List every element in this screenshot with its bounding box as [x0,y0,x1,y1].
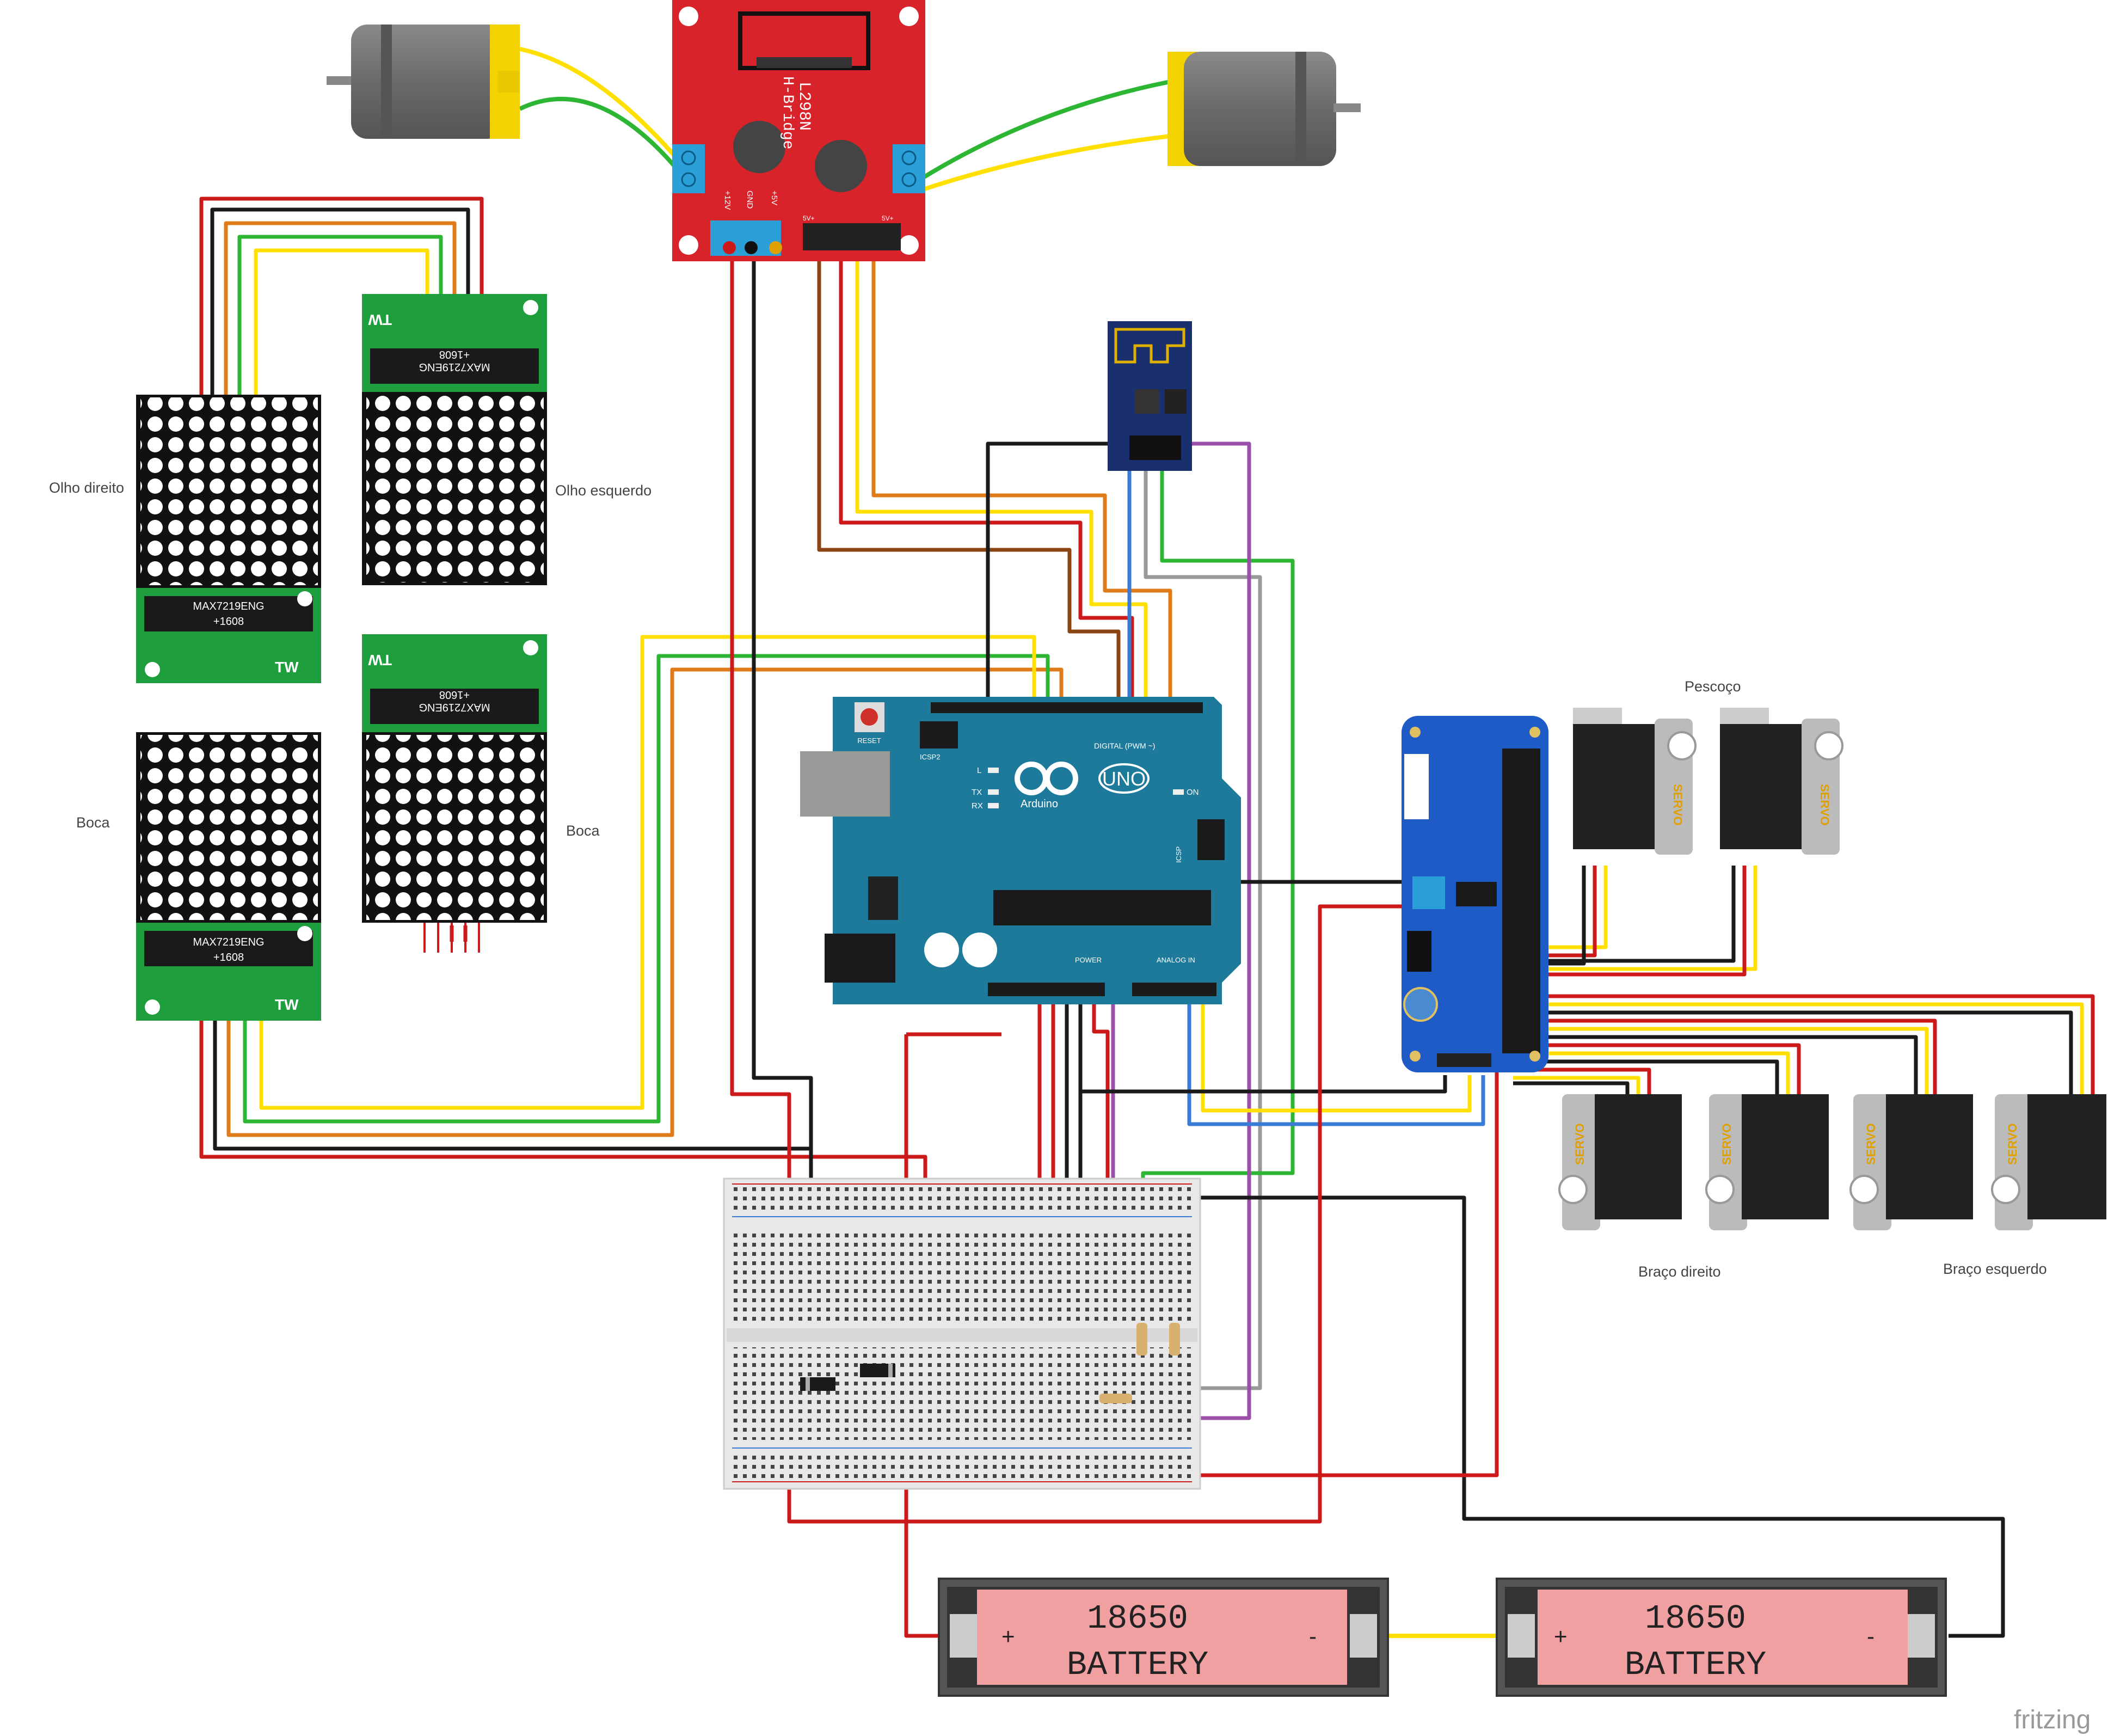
breadboard [723,1177,1201,1490]
arduino-uno: RESET ICSP2 DIGITAL (PWM ~) UNO Arduino … [800,697,1241,1004]
digital-label: DIGITAL (PWM ~) [1094,741,1155,750]
led-l-label: L [977,766,981,775]
battery-plus: + [1001,1623,1015,1649]
reset-label: RESET [857,737,881,745]
servo-braco-esquerdo-1: SERVO [1849,1094,1973,1230]
hbridge-ena-label: 5V+ [803,214,815,222]
hbridge-subtitle: H-Bridge [779,76,796,149]
analog-label: ANALOG IN [1157,956,1195,964]
hbridge-pin-5v: +5V [770,191,779,205]
led-matrix-boca-right: MAX7219ENG +1608 TW [362,634,547,923]
hbridge-pin-gnd: GND [745,191,754,209]
servo-label: SERVO [1671,784,1685,826]
label-olho-esquerdo: Olho esquerdo [555,482,652,499]
battery-label: BATTERY [1067,1646,1208,1684]
hbridge-title: L298N [795,82,813,131]
dc-motor-left [327,24,520,139]
servo-label: SERVO [1818,784,1832,826]
chip-code: +1608 [439,689,470,701]
battery-model: 18650 [1087,1599,1188,1638]
label-pescoco: Pescoço [1685,678,1741,695]
power-label: POWER [1075,956,1102,964]
dc-motor-right [1167,52,1361,166]
on-label: ON [1187,788,1199,797]
battery-1: + - 18650 BATTERY [938,1578,1389,1697]
label-boca-right: Boca [566,823,600,839]
arduino-logo: UNO Arduino [1015,762,1150,810]
chip-label: MAX7219ENG [193,936,264,948]
hbridge-enb-label: 5V+ [882,214,894,222]
chip-label: MAX7219ENG [419,361,490,373]
led-tx-label: TX [972,788,982,797]
led-matrix-olho-direito: MAX7219ENG +1608 TW [136,395,321,683]
esp8266-module [1108,321,1192,471]
led-matrix-olho-esquerdo: MAX7219ENG +1608 TW [362,294,547,585]
servo-label: SERVO [1864,1123,1878,1165]
servo-label: SERVO [2006,1123,2019,1165]
servo-pescoco-2: SERVO [1720,708,1843,855]
chip-code: +1608 [213,952,244,964]
brand-label: TW [368,311,392,328]
chip-code: +1608 [213,616,244,628]
label-olho-direito: Olho direito [49,480,124,496]
servo-pescoco-1: SERVO [1573,708,1697,855]
servo-braco-esquerdo-2: SERVO [1991,1094,2106,1230]
led-matrix-boca-left: MAX7219ENG +1608 TW [136,732,321,1021]
battery-model: 18650 [1645,1599,1746,1638]
chip-code: +1608 [439,348,470,360]
battery-minus: - [1867,1623,1875,1649]
battery-2: + - 18650 BATTERY [1496,1578,1947,1697]
brand-label: TW [275,996,299,1013]
icsp-label: ICSP [1175,846,1183,863]
arduino-name: Arduino [1021,798,1058,810]
servo-label: SERVO [1720,1123,1734,1165]
brand-label: TW [368,652,392,668]
uno-logo: UNO [1102,768,1146,790]
hbridge-pin-12v: +12V [723,191,732,210]
pca9685-board [1402,716,1548,1072]
label-boca-left: Boca [76,814,110,831]
servo-braco-direito-2: SERVO [1705,1094,1829,1230]
hbridge-module: L298N H-Bridge +12V GND +5V 5V+ 5V+ [672,0,925,261]
label-braco-esquerdo: Braço esquerdo [1943,1261,2047,1277]
brand-label: TW [275,659,299,676]
servo-braco-direito-1: SERVO [1558,1094,1682,1230]
label-braco-direito: Braço direito [1638,1263,1721,1280]
chip-label: MAX7219ENG [419,701,490,713]
led-rx-label: RX [972,801,983,811]
battery-label: BATTERY [1625,1646,1766,1684]
fritzing-watermark: fritzing [2014,1706,2091,1734]
battery-plus: + [1554,1623,1568,1649]
battery-minus: - [1309,1623,1317,1649]
chip-label: MAX7219ENG [193,600,264,612]
servo-label: SERVO [1573,1123,1587,1165]
icsp2-label: ICSP2 [920,753,941,761]
